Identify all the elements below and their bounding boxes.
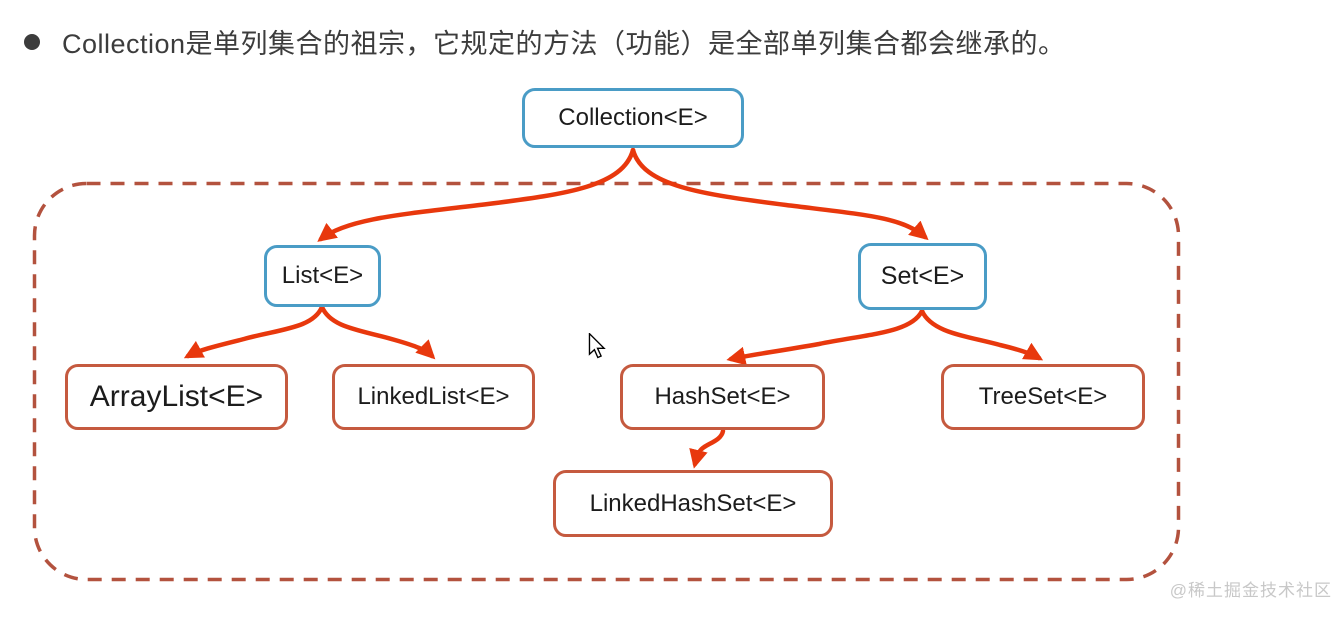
mouse-cursor-icon bbox=[588, 333, 606, 359]
bullet-dot-icon bbox=[24, 33, 40, 50]
node-linkedlist: LinkedList<E> bbox=[332, 364, 535, 430]
edge-set-to-treeset bbox=[919, 308, 1044, 361]
edge-set-to-hashset bbox=[726, 308, 925, 366]
node-hashset-label: HashSet<E> bbox=[654, 383, 791, 410]
edge-list-to-linkedlist bbox=[319, 304, 436, 360]
node-hashset: HashSet<E> bbox=[620, 364, 825, 430]
node-linkedhashset-label: LinkedHashSet<E> bbox=[589, 489, 797, 517]
node-list: List<E> bbox=[264, 245, 381, 307]
node-set: Set<E> bbox=[858, 243, 987, 310]
node-linkedhashset: LinkedHashSet<E> bbox=[553, 470, 833, 537]
title-row: Collection是单列集合的祖宗，它规定的方法（功能）是全部单列集合都会继承… bbox=[24, 22, 1066, 61]
node-treeset-label: TreeSet<E> bbox=[978, 383, 1108, 410]
edge-collection-to-set bbox=[630, 147, 929, 241]
edge-list-to-arraylist bbox=[183, 304, 325, 359]
node-collection: Collection<E> bbox=[522, 88, 744, 148]
node-treeset: TreeSet<E> bbox=[941, 364, 1145, 430]
node-arraylist: ArrayList<E> bbox=[65, 364, 288, 430]
edge-collection-to-list bbox=[317, 147, 636, 242]
node-linkedlist-label: LinkedList<E> bbox=[357, 383, 510, 410]
node-arraylist-label: ArrayList<E> bbox=[89, 380, 264, 413]
watermark: @稀土掘金技术社区 bbox=[1169, 581, 1332, 600]
node-collection-label: Collection<E> bbox=[558, 104, 708, 131]
page-title: Collection是单列集合的祖宗，它规定的方法（功能）是全部单列集合都会继承… bbox=[62, 29, 1066, 59]
node-list-label: List<E> bbox=[281, 262, 364, 289]
node-set-label: Set<E> bbox=[880, 262, 965, 290]
edge-hashset-to-linkedhashset bbox=[689, 428, 726, 469]
